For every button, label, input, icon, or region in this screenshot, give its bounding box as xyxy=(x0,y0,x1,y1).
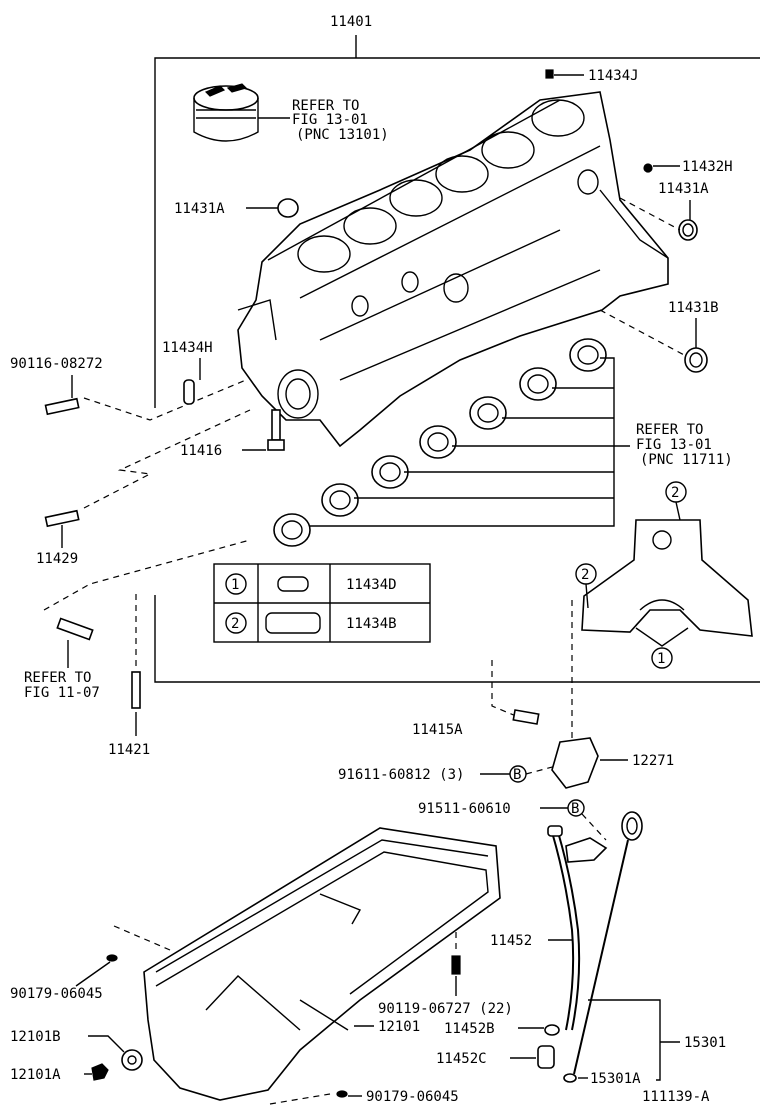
label-11452B: 11452B xyxy=(444,1021,495,1037)
label-15301A: 15301A xyxy=(590,1071,641,1087)
ring-11452B xyxy=(518,1024,560,1036)
gasket-12101B xyxy=(88,1035,143,1071)
bolt-90179-06045-bottom xyxy=(336,1090,362,1098)
legend-row2-part: 11434B xyxy=(346,616,397,632)
main-bearings xyxy=(273,338,630,547)
label-11415A: 11415A xyxy=(412,722,463,738)
label-11416: 11416 xyxy=(180,443,222,459)
figure-id: 111139-A xyxy=(642,1089,710,1105)
cylinder-block-frame xyxy=(154,35,760,683)
bolt-90119-06727 xyxy=(451,955,461,996)
bolt-11415A xyxy=(491,660,540,725)
label-91611-60812: 91611-60812 (3) xyxy=(338,767,464,783)
refer-fig11-line2: FIG 11-07 xyxy=(24,685,100,701)
label-11432H: 11432H xyxy=(682,159,733,175)
stud-90116-08272 xyxy=(44,375,247,421)
label-90179-06045-top: 90179-06045 xyxy=(10,986,103,1002)
dipstick-15301 xyxy=(573,811,680,1081)
refer-piston-line3: (PNC 13101) xyxy=(296,127,389,143)
refer-piston-line2: FIG 13-01 xyxy=(292,112,368,128)
callout-1-bottom: 1 xyxy=(657,651,665,667)
plug-11431A-left xyxy=(246,198,299,218)
label-11431A-right: 11431A xyxy=(658,181,709,197)
plug-11434J xyxy=(545,69,584,79)
label-90116-08272: 90116-08272 xyxy=(10,356,103,372)
label-12101B: 12101B xyxy=(10,1029,61,1045)
label-12101: 12101 xyxy=(378,1019,420,1035)
legend-row1-part: 11434D xyxy=(346,577,397,593)
plug-11432H xyxy=(643,163,680,173)
stud-fig-11-07 xyxy=(43,539,251,668)
legend-row2-num: 2 xyxy=(231,616,239,632)
callout-2-top: 2 xyxy=(671,485,679,501)
label-12101A: 12101A xyxy=(10,1067,61,1083)
label-11421: 11421 xyxy=(108,742,150,758)
label-11429: 11429 xyxy=(36,551,78,567)
stud-11429 xyxy=(44,409,251,548)
label-12271: 12271 xyxy=(632,753,674,769)
oil-strainer-12271 xyxy=(551,600,628,789)
refer-bearing-line3: (PNC 11711) xyxy=(640,452,733,468)
oil-pan-12101 xyxy=(113,827,501,1105)
plug-11431A-right xyxy=(619,197,698,241)
bolt-11416 xyxy=(242,409,285,451)
refer-bearing-line1: REFER TO xyxy=(636,422,703,438)
label-11401: 11401 xyxy=(330,14,372,30)
label-11431A-left: 11431A xyxy=(174,201,225,217)
legend-row1-num: 1 xyxy=(231,577,239,593)
bolt-91511-60610 xyxy=(540,799,607,841)
bolt-91611-60812 xyxy=(480,765,557,783)
clamp-11452C xyxy=(510,1045,555,1069)
marker-b-1: B xyxy=(513,767,521,783)
callout-2-left: 2 xyxy=(581,567,589,583)
cylinder-block-illustration xyxy=(237,91,669,448)
label-15301: 15301 xyxy=(684,1035,726,1051)
label-11452C: 11452C xyxy=(436,1051,487,1067)
label-11434H: 11434H xyxy=(162,340,213,356)
plug-11431B xyxy=(599,309,708,373)
refer-fig11-line1: REFER TO xyxy=(24,670,91,686)
label-91511-60610: 91511-60610 xyxy=(418,801,511,817)
bolt-90179-06045-top xyxy=(75,954,118,987)
baffle-plate-illustration xyxy=(575,481,753,669)
gauge-guide-11452 xyxy=(547,825,608,1031)
pin-11434H xyxy=(183,358,201,405)
legend-table xyxy=(213,563,431,643)
marker-b-2: B xyxy=(571,801,579,817)
drain-plug-12101A xyxy=(84,1063,109,1081)
label-11431B: 11431B xyxy=(668,300,719,316)
piston-illustration xyxy=(193,83,290,142)
pin-11421 xyxy=(131,594,141,736)
refer-piston-line1: REFER TO xyxy=(292,98,359,114)
ring-15301A xyxy=(563,1073,588,1083)
refer-bearing-line2: FIG 13-01 xyxy=(636,437,712,453)
label-11434J: 11434J xyxy=(588,68,639,84)
label-90119-06727: 90119-06727 (22) xyxy=(378,1001,513,1017)
label-90179-06045-bottom: 90179-06045 xyxy=(366,1089,459,1105)
label-11452: 11452 xyxy=(490,933,532,949)
